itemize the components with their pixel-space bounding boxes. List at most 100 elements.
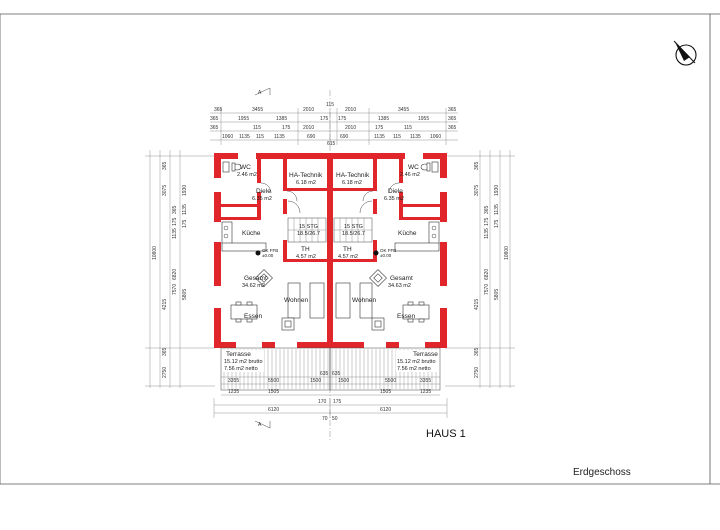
dim-right-1-4: 175 xyxy=(484,217,490,226)
dim-bottom-4-1: 175 xyxy=(333,399,342,405)
terrace-left-gross: 15.12 m2 brutto xyxy=(224,359,263,365)
dim-right-1-9: 365 xyxy=(474,347,480,356)
room-right-diele-area: 6.35 m2 xyxy=(384,196,404,202)
room-left-th-name: TH xyxy=(301,246,310,253)
dim-top-4-4: 690 xyxy=(307,134,316,140)
dim-top-2-2: 1385 xyxy=(276,116,287,122)
dim-bottom-4-0: 170 xyxy=(318,399,327,405)
dim-left-1-6: 1930 xyxy=(182,185,188,196)
dim-right-2-0: 10800 xyxy=(504,246,510,260)
dim-top-1-0: 365 xyxy=(214,107,223,113)
dim-left-2-1: 4215 xyxy=(162,299,168,310)
level-mark-left-text: OK FFB xyxy=(262,248,278,253)
dim-top-3-2: 175 xyxy=(282,125,291,131)
dim-left-2-0: 10800 xyxy=(152,246,158,260)
dim-right-1-2: 365 xyxy=(484,205,490,214)
terrace-labels: Terrasse 15.12 m2 brutto 7.56 m2 netto T… xyxy=(222,350,439,372)
floor-name: Erdgeschoss xyxy=(573,467,631,478)
dim-left-1-8: 5805 xyxy=(182,289,188,300)
dim-bottom-2-5: 3355 xyxy=(420,378,431,384)
room-right-gesamt-area: 34.63 m2 xyxy=(388,283,411,289)
dim-right-1-1: 3075 xyxy=(474,185,480,196)
dim-top-2-7: 365 xyxy=(448,116,457,122)
dim-top-3-0: 365 xyxy=(210,125,219,131)
room-labels-left: WC 2.46 m2 HA-Technik 6.18 m2 Diele 6.35… xyxy=(237,164,323,320)
dim-bottom-2-3: 1500 xyxy=(338,378,349,384)
dim-left-1-0: 365 xyxy=(162,161,168,170)
room-left-essen-name: Essen xyxy=(244,313,262,320)
dim-right-1-7: 175 xyxy=(494,219,500,228)
room-left-wc-name: WC xyxy=(240,164,251,171)
living-furniture-left xyxy=(230,269,325,331)
level-mark-right-value: ±0.00 xyxy=(380,253,392,258)
dim-bottom-1-1: 635 xyxy=(332,371,341,377)
dim-right-2-1: 4215 xyxy=(474,299,480,310)
dim-top-5-0: 615 xyxy=(327,141,336,147)
dim-top-3-5: 175 xyxy=(375,125,384,131)
dim-left-1-10: 2750 xyxy=(162,367,168,378)
section-mark-bottom-label: A xyxy=(258,422,262,428)
room-right-th-name: TH xyxy=(343,246,352,253)
room-right-wohnen-name: Wohnen xyxy=(352,297,376,304)
room-right-essen-name: Essen xyxy=(397,313,415,320)
room-left-ha-area: 6.18 m2 xyxy=(296,180,316,186)
terrace-left-net: 7.56 m2 netto xyxy=(224,366,258,372)
dim-top-2-4: 175 xyxy=(338,116,347,122)
room-right-th-area: 4.57 m2 xyxy=(338,254,358,260)
right-dim-labels: 365 3075 365 1135 175 1135 1930 175 5805… xyxy=(474,161,510,378)
dim-top-4-7: 115 xyxy=(393,134,401,140)
dim-right-1-5: 1135 xyxy=(494,204,500,215)
dim-right-1-6: 1930 xyxy=(494,185,500,196)
bottom-dimensions: 635 635 3355 5500 1500 1500 5500 3355 12… xyxy=(213,371,448,422)
room-left-stg-name: 15 STG xyxy=(299,224,318,230)
dim-left-1-7: 175 xyxy=(182,219,188,228)
dim-top-3-3: 2010 xyxy=(303,125,314,131)
level-marker-left: OK FFB ±0.00 xyxy=(255,248,278,258)
dim-top-4-0: 1060 xyxy=(222,134,233,140)
dim-top-4-2: 115 xyxy=(256,134,264,140)
room-right-wc-area: 2.46 m2 xyxy=(400,172,420,178)
level-mark-right-text: OK FFB xyxy=(380,248,396,253)
dim-top-4-8: 1135 xyxy=(410,134,421,140)
left-dimensions xyxy=(145,150,215,388)
dim-right-2-2: 6820 xyxy=(484,269,490,280)
dim-bottom-5-0: 6120 xyxy=(268,407,279,413)
terrace-right-gross: 15.12 m2 brutto xyxy=(397,359,436,365)
wc-fixtures xyxy=(222,161,439,173)
dim-right-1-10: 2750 xyxy=(474,367,480,378)
level-mark-left-value: ±0.00 xyxy=(262,253,274,258)
section-mark-top: A xyxy=(254,87,271,96)
dim-bottom-3-1: 1505 xyxy=(268,389,279,395)
dim-bottom-5-1: 6120 xyxy=(380,407,391,413)
dim-bottom-3-0: 1235 xyxy=(228,389,239,395)
dim-right-1-3: 1135 xyxy=(484,228,490,239)
dim-top-3-4: 2010 xyxy=(345,125,356,131)
right-dimensions xyxy=(445,150,515,388)
dim-bottom-6-1: 50 xyxy=(332,416,338,422)
dim-left-1-9: 365 xyxy=(162,347,168,356)
kitchen-fixtures xyxy=(221,221,440,252)
room-right-wc-name: WC xyxy=(408,164,419,171)
dim-top-2-1: 1955 xyxy=(238,116,249,122)
dim-bottom-2-4: 5500 xyxy=(385,378,396,384)
room-left-gesamt-area: 34.62 m2 xyxy=(242,283,265,289)
dim-left-1-3: 1135 xyxy=(172,228,178,239)
dim-left-1-2: 365 xyxy=(172,205,178,214)
dim-top-1-6: 365 xyxy=(448,107,457,113)
dim-top-1-5: 3455 xyxy=(398,107,409,113)
room-right-stg-name: 15 STG xyxy=(344,224,363,230)
dim-bottom-6-0: 70 xyxy=(322,416,328,422)
room-left-gesamt-name: Gesamt xyxy=(244,275,267,282)
room-left-wc-area: 2.46 m2 xyxy=(237,172,257,178)
stairs-left xyxy=(287,217,327,243)
level-marker-right: OK FFB ±0.00 xyxy=(373,248,396,258)
dim-bottom-3-3: 1235 xyxy=(420,389,431,395)
room-left-diele-name: Diele xyxy=(256,188,271,195)
room-left-diele-area: 6.35 m2 xyxy=(252,196,272,202)
dim-top-4-1: 1135 xyxy=(239,134,250,140)
house-title: HAUS 1 xyxy=(426,428,466,440)
building-walls xyxy=(214,153,447,348)
dim-top-4-5: 690 xyxy=(340,134,349,140)
room-left-stg-area: 18.5/26.7 xyxy=(297,231,320,237)
room-left-th-area: 4.57 m2 xyxy=(296,254,316,260)
